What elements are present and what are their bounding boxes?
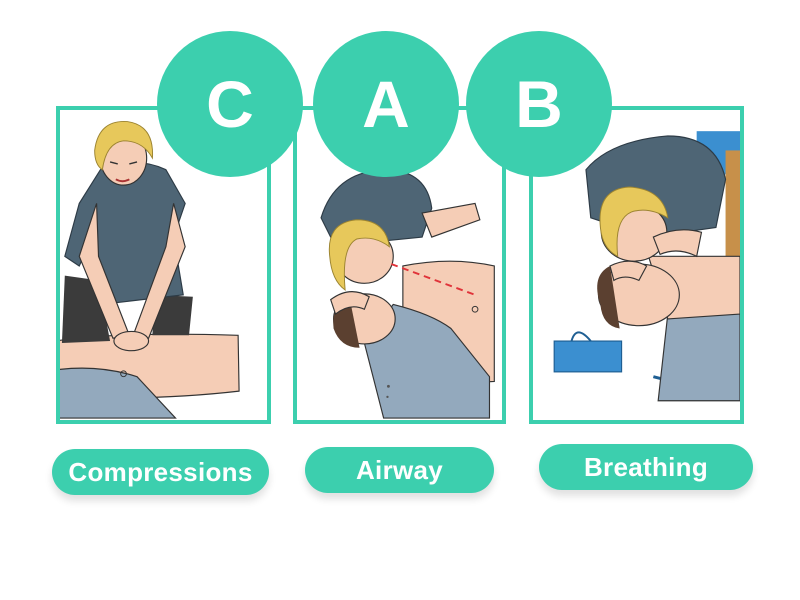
step-label-compressions: Compressions	[52, 449, 269, 495]
step-letter-badge-c: C	[157, 31, 303, 177]
chest-compressions-illustration	[60, 121, 240, 419]
airway-head-tilt-illustration	[320, 169, 495, 419]
step-letter-badge-a: A	[313, 31, 459, 177]
step-label-airway: Airway	[305, 447, 494, 493]
rescue-breathing-illustration	[553, 131, 740, 402]
step-letter-badge-b: B	[466, 31, 612, 177]
step-label-breathing: Breathing	[539, 444, 753, 490]
airway-panel	[293, 106, 506, 424]
breathing-panel	[529, 106, 744, 424]
